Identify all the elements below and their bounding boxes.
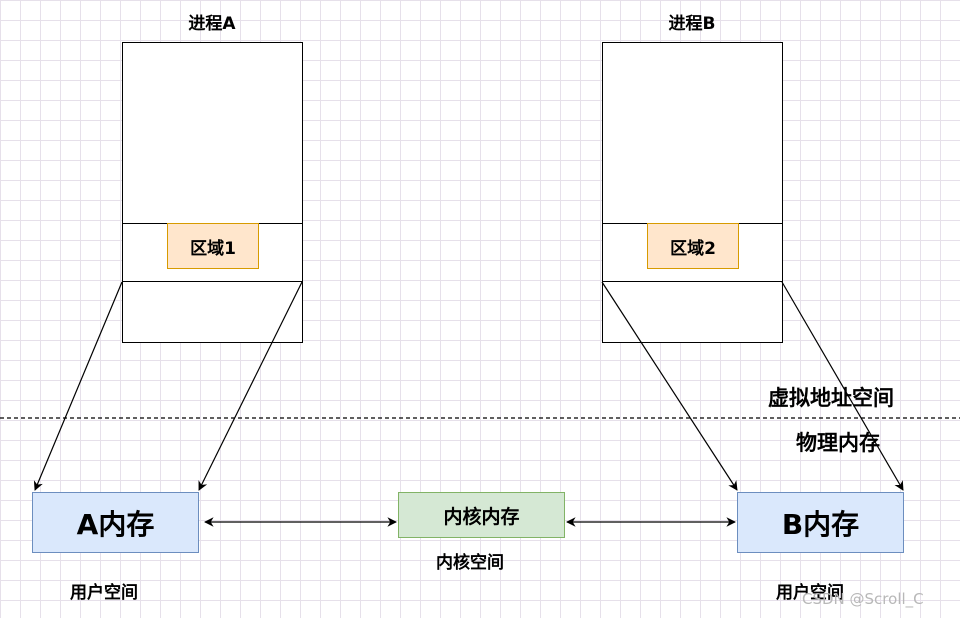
arrow-process-b-right xyxy=(781,281,904,491)
process-b-box xyxy=(602,42,783,343)
virtual-space-label: 虚拟地址空间 xyxy=(768,386,894,410)
process-a-divider-bottom xyxy=(123,281,302,282)
process-b-title: 进程B xyxy=(668,14,716,34)
arrow-process-a-left xyxy=(33,281,123,491)
process-b-divider-bottom xyxy=(603,281,782,282)
arrow-process-a-right xyxy=(198,281,303,491)
process-b-region: 区域2 xyxy=(647,223,739,269)
process-a-region: 区域1 xyxy=(167,223,259,269)
arrow-process-b-left xyxy=(601,281,738,491)
physical-memory-label: 物理内存 xyxy=(796,431,880,455)
a-memory-box: A内存 xyxy=(32,492,199,553)
process-a-title: 进程A xyxy=(188,14,236,34)
b-memory-box: B内存 xyxy=(737,492,904,553)
user-space-right-label: 用户空间 xyxy=(776,583,844,603)
kernel-space-label: 内核空间 xyxy=(436,553,504,573)
user-space-left-label: 用户空间 xyxy=(70,583,138,603)
csdn-watermark: CSDN @Scroll_C xyxy=(802,590,924,608)
process-a-box xyxy=(122,42,303,343)
kernel-memory-box: 内核内存 xyxy=(398,492,565,538)
